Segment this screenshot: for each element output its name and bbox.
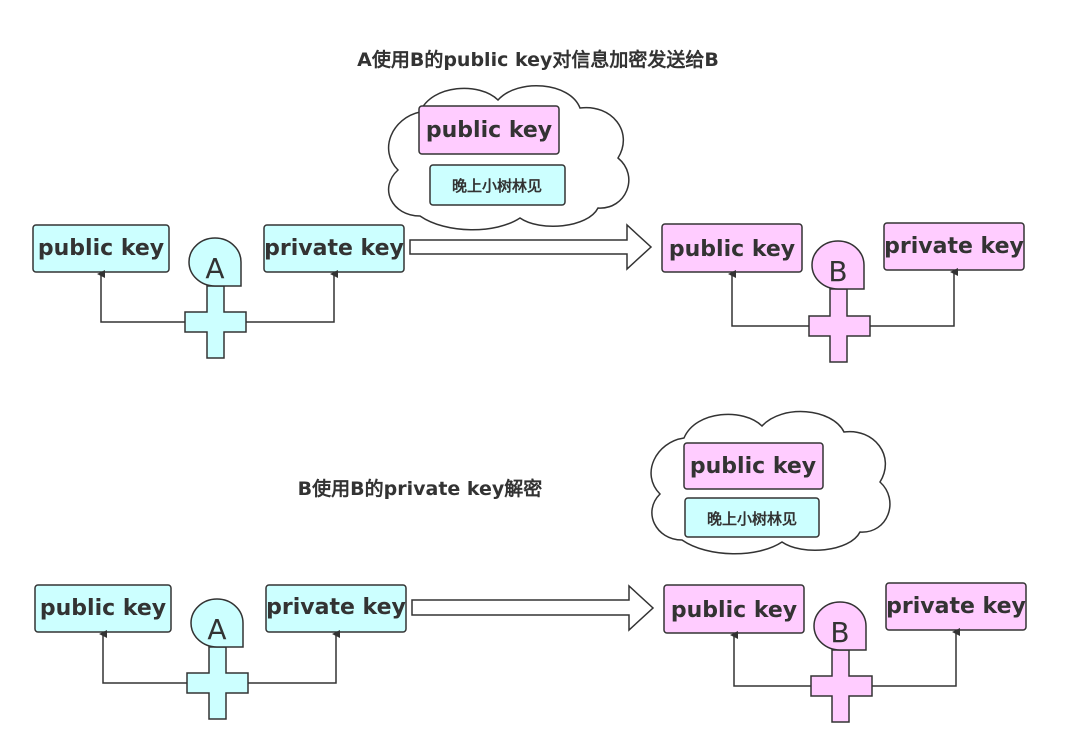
top-message-text-box xyxy=(429,164,566,206)
bottom-a-person-body xyxy=(186,646,249,720)
top-b-private-connector xyxy=(870,268,958,327)
top-message-text: 晚上小树林见 xyxy=(452,177,542,195)
top-message-cloud: public key 晚上小树林见 xyxy=(387,84,630,231)
top-a-public-connector xyxy=(97,270,186,323)
bottom-message-text-box xyxy=(684,497,820,538)
bottom-b-private-key-label: private key xyxy=(886,594,1026,619)
top-b-public-key-label: public key xyxy=(669,237,795,262)
bottom-a-person-letter: A xyxy=(207,613,226,646)
bottom-a-private-key-label: private key xyxy=(266,595,406,620)
top-b-private-key-label: private key xyxy=(884,234,1024,259)
bottom-a-public-connector xyxy=(99,630,188,684)
top-b-person-body xyxy=(808,288,871,363)
bottom-b-person-head xyxy=(813,601,867,651)
top-a-public-key-label: public key xyxy=(38,236,164,261)
top-b-public-connector xyxy=(728,270,809,327)
bottom-message-key-box xyxy=(683,442,824,490)
top-a-person-letter: A xyxy=(205,252,224,285)
bottom-b-person-body xyxy=(810,649,873,723)
top-b-person-head xyxy=(811,240,865,290)
top-b-person-letter: B xyxy=(828,255,847,288)
bottom-b-public-connector xyxy=(730,631,811,687)
top-b-group: public key private key B xyxy=(661,222,1025,363)
bottom-message-text: 晚上小树林见 xyxy=(707,510,797,528)
caption-top: A使用B的public key对信息加密发送给B xyxy=(357,48,719,71)
top-a-person-body xyxy=(184,285,247,359)
caption-bottom: B使用B的private key解密 xyxy=(298,477,543,500)
bottom-a-public-key-label: public key xyxy=(40,596,166,621)
top-a-private-key-label: private key xyxy=(264,236,404,261)
bottom-a-private-connector xyxy=(248,630,340,684)
bottom-message-cloud: public key 晚上小树林见 xyxy=(650,410,891,555)
bottom-b-group: public key private key B xyxy=(663,582,1027,723)
top-a-person-head xyxy=(188,237,242,287)
bottom-message-key-label: public key xyxy=(690,454,816,479)
top-message-key-box xyxy=(418,105,560,155)
bottom-a-group: public key private key A xyxy=(34,584,407,720)
bottom-transfer-arrow xyxy=(411,584,655,632)
bottom-a-person-head xyxy=(190,598,244,648)
top-a-group: public key private key A xyxy=(32,224,405,359)
bottom-b-public-key-label: public key xyxy=(671,598,797,623)
bottom-b-person-letter: B xyxy=(830,616,849,649)
top-message-key-label: public key xyxy=(426,118,552,143)
top-transfer-arrow xyxy=(409,223,653,271)
top-a-private-connector xyxy=(246,270,338,323)
bottom-b-private-connector xyxy=(872,628,960,687)
